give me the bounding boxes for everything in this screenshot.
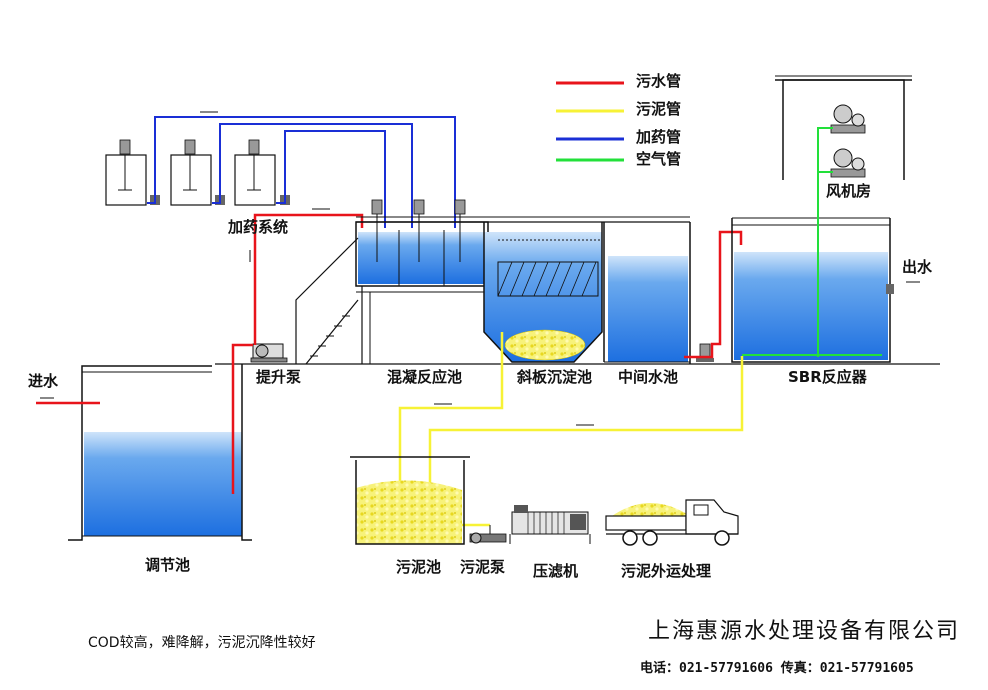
label-sludge-tank: 污泥池 <box>396 558 442 576</box>
label-inclined-settler: 斜板沉淀池 <box>517 368 593 386</box>
lift-pump <box>250 343 288 363</box>
inclined-settler <box>483 222 603 363</box>
label-middle-tank: 中间水池 <box>618 368 679 386</box>
dosing-pipes <box>147 116 456 228</box>
filter-press <box>509 505 591 544</box>
label-inlet: 进水 <box>28 372 59 390</box>
sewage-pipe-middle <box>684 230 743 359</box>
label-regulating-tank: 调节池 <box>145 556 191 574</box>
sbr-reactor <box>731 217 894 363</box>
sludge-tank <box>350 456 470 545</box>
contact-info: 电话：021-57791606 传真：021-57791605 <box>640 661 914 676</box>
label-dosing-system: 加药系统 <box>228 218 289 236</box>
label-sludge-transport: 污泥外运处理 <box>621 562 712 580</box>
label-sludge-pump: 污泥泵 <box>460 558 506 576</box>
legend-label-sewage: 污水管 <box>636 72 682 90</box>
dosing-system <box>105 139 290 206</box>
sludge-pipes <box>398 332 744 527</box>
label-lift-pump: 提升泵 <box>256 368 302 386</box>
label-outlet: 出水 <box>902 258 933 276</box>
coagulation-tank <box>295 199 690 365</box>
label-filter-press: 压滤机 <box>533 562 579 580</box>
legend-label-dosing: 加药管 <box>636 128 682 146</box>
sludge-pump <box>469 525 507 544</box>
label-blower-room: 风机房 <box>826 182 872 200</box>
legend-label-air: 空气管 <box>636 150 682 168</box>
company-name: 上海惠源水处理设备有限公司 <box>648 619 961 644</box>
middle-tank <box>603 222 714 364</box>
legend <box>556 81 624 162</box>
sludge-truck <box>605 499 739 546</box>
legend-label-sludge: 污泥管 <box>636 100 682 118</box>
sewage-pipe-lift <box>231 343 253 494</box>
label-coagulation-tank: 混凝反应池 <box>387 368 463 386</box>
process-note: COD较高，难降解，污泥沉降性较好 <box>88 635 316 651</box>
regulating-tank <box>68 364 252 541</box>
label-sbr-reactor: SBR反应器 <box>788 368 867 386</box>
blower-room <box>775 75 912 180</box>
air-pipe <box>742 127 882 357</box>
